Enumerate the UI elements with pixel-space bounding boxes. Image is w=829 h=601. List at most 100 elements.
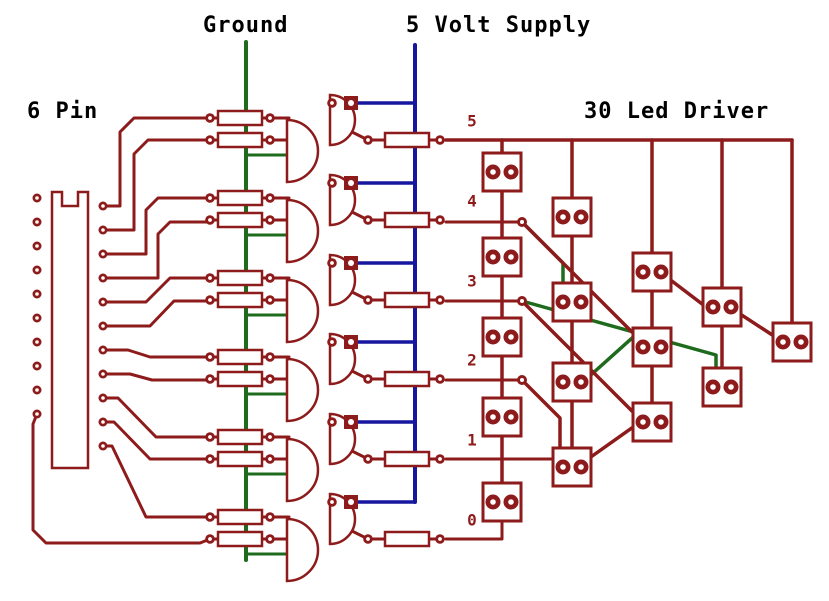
pad-hole	[508, 414, 514, 420]
pad-hole	[101, 204, 105, 208]
pad-hole	[35, 244, 39, 248]
pad-hole	[438, 218, 442, 222]
pad-hole	[578, 299, 584, 305]
pad-hole	[658, 344, 664, 350]
pad-hole	[438, 537, 442, 541]
resistor	[383, 530, 431, 548]
pad-hole	[520, 299, 524, 303]
led-package	[631, 251, 673, 293]
pad-hole	[520, 378, 524, 382]
pad-hole	[35, 196, 39, 200]
resistor	[216, 508, 264, 526]
pad-hole	[508, 499, 514, 505]
pad-hole	[268, 515, 272, 519]
pad-hole	[330, 420, 334, 424]
pad-hole	[578, 464, 584, 470]
pad-hole	[208, 218, 212, 222]
pad-hole	[35, 412, 39, 416]
gate-body	[285, 198, 320, 264]
gate-body	[285, 517, 320, 583]
pad-hole	[35, 292, 39, 296]
pad-hole	[35, 388, 39, 392]
smd-pad-hole	[348, 339, 354, 345]
pad-hole	[490, 499, 496, 505]
pad-hole	[438, 298, 442, 302]
pad-hole	[208, 457, 212, 461]
pad-hole	[728, 384, 734, 390]
pad-hole	[366, 457, 370, 461]
resistor	[216, 109, 264, 127]
pad-hole	[798, 339, 804, 345]
pad-hole	[658, 269, 664, 275]
resistor	[216, 530, 264, 548]
pad-hole	[780, 339, 786, 345]
pad-hole	[330, 261, 334, 265]
pad-hole	[508, 254, 514, 260]
pad-hole	[101, 324, 105, 328]
pad-hole	[490, 169, 496, 175]
pad-hole	[268, 116, 272, 120]
pad-hole	[330, 340, 334, 344]
pad-hole	[101, 420, 105, 424]
label-5v-supply: 5 Volt Supply	[406, 13, 592, 38]
pad-hole	[208, 355, 212, 359]
pad-hole	[640, 344, 646, 350]
pad-hole	[366, 218, 370, 222]
pad-hole	[101, 396, 105, 400]
pad-hole	[208, 276, 212, 280]
pad-hole	[208, 298, 212, 302]
pad-hole	[438, 138, 442, 142]
pad-hole	[268, 218, 272, 222]
pad-hole	[640, 269, 646, 275]
pads	[32, 96, 809, 544]
pad-hole	[366, 298, 370, 302]
pad-hole	[268, 435, 272, 439]
pad-hole	[268, 377, 272, 381]
pad-hole	[101, 276, 105, 280]
row-number: 5	[467, 112, 477, 131]
label-6-pin: 6 Pin	[27, 99, 99, 124]
pad-hole	[438, 457, 442, 461]
row-number: 1	[467, 431, 477, 450]
resistor	[216, 211, 264, 229]
pad-hole	[366, 377, 370, 381]
pad-hole	[208, 138, 212, 142]
resistor	[216, 189, 264, 207]
pad-hole	[208, 515, 212, 519]
pad-hole	[268, 196, 272, 200]
pad-hole	[560, 214, 566, 220]
row-number: 3	[467, 272, 477, 291]
signal-trace	[31, 412, 212, 545]
resistor	[216, 428, 264, 446]
pad-hole	[578, 379, 584, 385]
resistor	[216, 291, 264, 309]
signal-trace	[101, 138, 212, 232]
smd-pad-hole	[348, 499, 354, 505]
pad-hole	[208, 537, 212, 541]
signal-trace	[101, 220, 212, 280]
row-number: 4	[467, 192, 477, 211]
resistor	[216, 348, 264, 366]
pad-hole	[508, 169, 514, 175]
pad-hole	[35, 364, 39, 368]
signal-trace	[101, 348, 212, 359]
resistor	[383, 370, 431, 388]
supply-net	[354, 43, 417, 504]
resistor	[216, 131, 264, 149]
resistor	[216, 269, 264, 287]
gate-body	[285, 437, 320, 503]
pad-hole	[508, 334, 514, 340]
pad-hole	[640, 419, 646, 425]
pad-hole	[101, 252, 105, 256]
pad-hole	[728, 304, 734, 310]
pad-hole	[330, 181, 334, 185]
row-number: 0	[467, 511, 477, 530]
pad-hole	[438, 377, 442, 381]
ground-trace	[520, 299, 718, 370]
gate-body	[285, 357, 320, 423]
row-number: 2	[467, 351, 477, 370]
pad-hole	[101, 228, 105, 232]
pad-hole	[268, 457, 272, 461]
pad-hole	[366, 537, 370, 541]
